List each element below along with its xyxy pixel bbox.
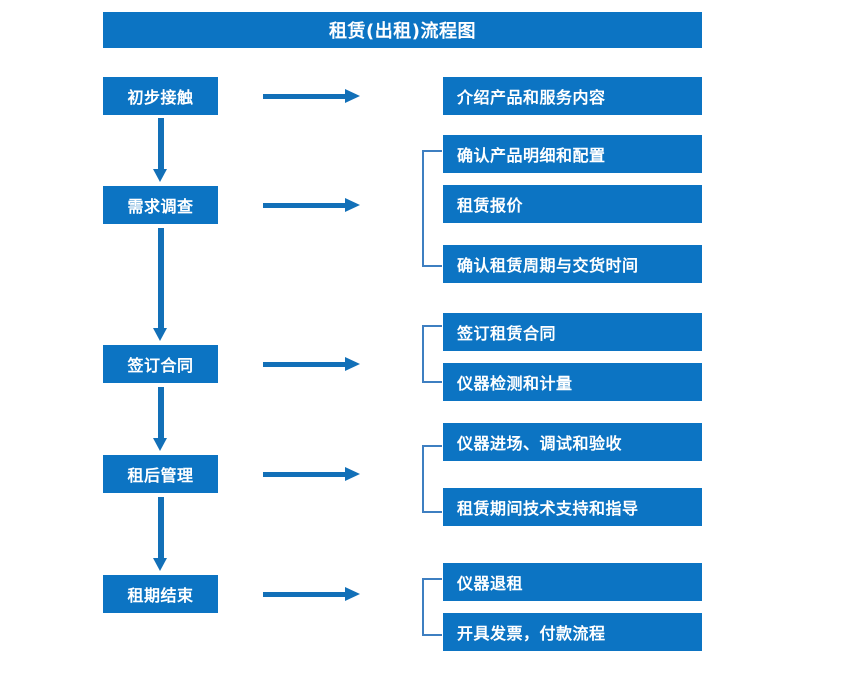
bracket-stub-bottom [422,381,442,383]
arrow-shaft [263,592,347,597]
arrow-shaft [263,94,347,99]
arrow-shaft [263,472,347,477]
detail-arrow-right-4 [263,467,360,481]
stage-box-rental-end[interactable]: 租期结束 [103,575,218,613]
arrow-shaft [158,228,164,328]
arrow-head-down-icon [153,328,167,341]
flow-arrow-down-1 [153,118,168,182]
arrow-shaft [158,118,164,169]
arrow-head-down-icon [153,558,167,571]
bracket-connector-group-5 [422,578,442,636]
stage-box-post-rental-management[interactable]: 租后管理 [103,455,218,493]
arrow-head-right-icon [345,587,360,601]
bracket-connector-group-2 [422,150,442,267]
bracket-spine [422,445,424,513]
arrow-head-right-icon [345,467,360,481]
bracket-connector-group-4 [422,445,442,513]
arrow-head-down-icon [153,438,167,451]
bracket-stub-bottom [422,265,442,267]
flow-arrow-down-3 [153,387,168,451]
detail-box-technical-support[interactable]: 租赁期间技术支持和指导 [443,488,702,526]
bracket-stub-bottom [422,511,442,513]
detail-box-introduce-products[interactable]: 介绍产品和服务内容 [443,77,702,115]
detail-box-invoice-payment[interactable]: 开具发票，付款流程 [443,613,702,651]
arrow-shaft [263,362,347,367]
detail-arrow-right-5 [263,587,360,601]
arrow-head-right-icon [345,89,360,103]
arrow-head-right-icon [345,357,360,371]
bracket-connector-group-3 [422,325,442,383]
detail-box-confirm-product-details[interactable]: 确认产品明细和配置 [443,135,702,173]
arrow-head-right-icon [345,198,360,212]
page-title: 租赁(出租)流程图 [103,12,702,48]
detail-box-sign-rental-contract[interactable]: 签订租赁合同 [443,313,702,351]
bracket-stub-top [422,445,442,447]
arrow-shaft [158,387,164,438]
bracket-stub-top [422,578,442,580]
stage-box-sign-contract[interactable]: 签订合同 [103,345,218,383]
detail-arrow-right-2 [263,198,360,212]
flow-arrow-down-4 [153,497,168,571]
bracket-spine [422,150,424,267]
detail-box-instrument-return[interactable]: 仪器退租 [443,563,702,601]
bracket-spine [422,578,424,636]
detail-arrow-right-1 [263,89,360,103]
bracket-spine [422,325,424,383]
bracket-stub-bottom [422,634,442,636]
arrow-shaft [158,497,164,558]
detail-box-rental-quotation[interactable]: 租赁报价 [443,185,702,223]
detail-arrow-right-3 [263,357,360,371]
detail-box-instrument-inspection[interactable]: 仪器检测和计量 [443,363,702,401]
flow-arrow-down-2 [153,228,168,341]
arrow-head-down-icon [153,169,167,182]
detail-box-instrument-entry-commissioning[interactable]: 仪器进场、调试和验收 [443,423,702,461]
stage-box-needs-survey[interactable]: 需求调查 [103,186,218,224]
bracket-stub-top [422,325,442,327]
detail-box-confirm-rental-period[interactable]: 确认租赁周期与交货时间 [443,245,702,283]
arrow-shaft [263,203,347,208]
stage-box-initial-contact[interactable]: 初步接触 [103,77,218,115]
bracket-stub-top [422,150,442,152]
